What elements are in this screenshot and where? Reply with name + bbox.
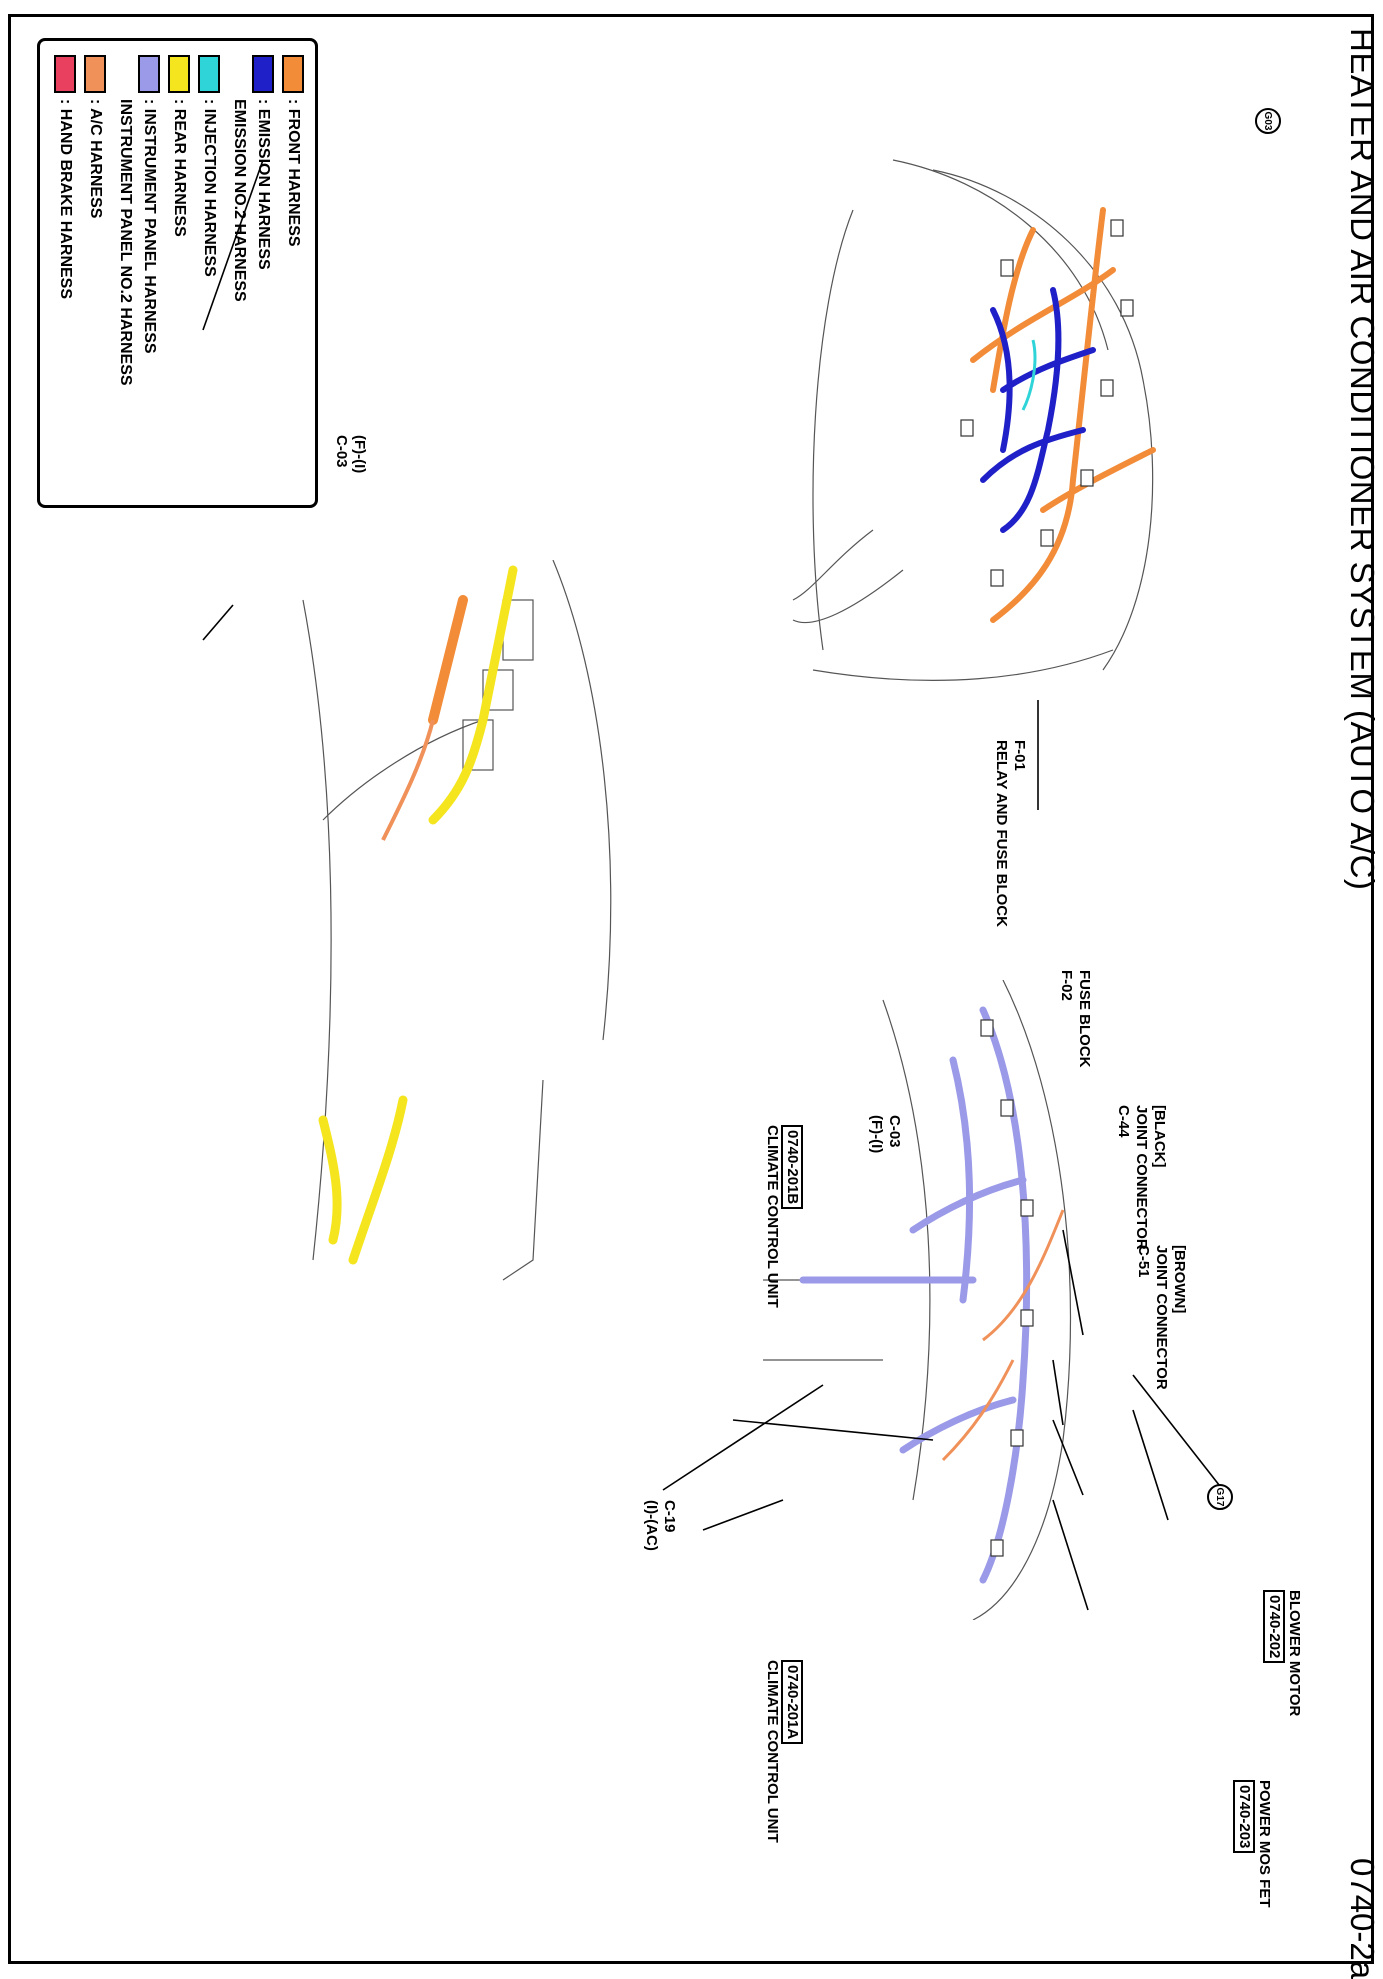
legend-item-instrument-panel-harness: : INSTRUMENT PANEL HARNESS xyxy=(137,55,161,354)
callout-c51: [BROWN] JOINT CONNECTOR C-51 xyxy=(1134,1245,1188,1390)
legend-item-injection-harness: : INJECTION HARNESS xyxy=(197,55,221,277)
engine-compartment-drawing xyxy=(792,159,1156,681)
legend-label: : FRONT HARNESS xyxy=(285,99,302,247)
legend-swatch xyxy=(198,55,220,93)
legend-item-rear-harness: : REAR HARNESS xyxy=(167,55,191,237)
callout-mosfet: POWER MOS FET 0740-203 xyxy=(1233,1780,1273,1908)
callout-ccu-a: 0740-201A CLIMATE CONTROL UNIT xyxy=(763,1660,803,1843)
ground-g17-icon: G17 xyxy=(1207,1484,1233,1510)
legend-swatch xyxy=(138,55,160,93)
dashboard-drawing xyxy=(763,980,1072,1620)
callout-mosfet-name: POWER MOS FET xyxy=(1256,1780,1273,1908)
callout-c51-name: JOINT CONNECTOR xyxy=(1153,1245,1170,1390)
callout-f02: FUSE BLOCK F-02 xyxy=(1057,970,1093,1068)
callout-c19: C-19 (I)-(AC) xyxy=(642,1500,678,1551)
callout-c44-code: C-44 xyxy=(1115,1105,1132,1138)
callout-c03-floor: (F)-(I) C-03 xyxy=(332,435,368,473)
legend-sublabel: INSTRUMENT PANEL NO.2 HARNESS xyxy=(117,99,134,386)
legend-item-hand-brake-harness: : HAND BRAKE HARNESS xyxy=(53,55,77,299)
legend-swatch xyxy=(54,55,76,93)
callout-ccu-a-ref: 0740-201A xyxy=(781,1660,803,1745)
legend-swatch xyxy=(84,55,106,93)
harness-legend: : FRONT HARNESS : EMISSION HARNESS EMISS… xyxy=(37,38,318,508)
legend-item-front-harness: : FRONT HARNESS xyxy=(281,55,305,247)
legend-item-instrument-panel-no2-harness: INSTRUMENT PANEL NO.2 HARNESS xyxy=(113,99,137,386)
callout-blower-name: BLOWER MOTOR xyxy=(1286,1590,1303,1717)
legend-sublabel: EMISSION NO.2 HARNESS xyxy=(231,99,248,302)
callout-c44: [BLACK] JOINT CONNECTOR C-44 xyxy=(1114,1105,1168,1250)
callout-ccu-a-name: CLIMATE CONTROL UNIT xyxy=(764,1660,781,1843)
callout-c03-dash-code: C-03 xyxy=(886,1115,903,1148)
callout-mosfet-ref: 0740-203 xyxy=(1233,1780,1255,1854)
ground-g03-icon: G03 xyxy=(1255,108,1281,134)
callout-c03-floor-code: C-03 xyxy=(333,435,350,468)
console-floor-drawing xyxy=(302,560,612,1281)
legend-swatch xyxy=(168,55,190,93)
callout-f01-code: F-01 xyxy=(1011,740,1028,771)
legend-label: : INSTRUMENT PANEL HARNESS xyxy=(141,99,158,354)
legend-label: : EMISSION HARNESS xyxy=(255,99,272,270)
legend-label: : REAR HARNESS xyxy=(171,99,188,237)
callout-f01: F-01 RELAY AND FUSE BLOCK xyxy=(992,740,1028,927)
callout-c19-code: C-19 xyxy=(661,1500,678,1533)
callout-c51-code: C-51 xyxy=(1135,1245,1152,1278)
page-frame xyxy=(8,14,1374,1964)
callout-f02-name: FUSE BLOCK xyxy=(1076,970,1093,1068)
callout-ccu-b-name: CLIMATE CONTROL UNIT xyxy=(764,1125,781,1308)
legend-item-ac-harness: : A/C HARNESS xyxy=(83,55,107,218)
callout-c03-floor-suffix: (F)-(I) xyxy=(351,435,368,474)
callout-c19-suffix: (I)-(AC) xyxy=(643,1500,660,1551)
legend-label: : A/C HARNESS xyxy=(87,99,104,219)
callout-c44-color: [BLACK] xyxy=(1151,1105,1168,1168)
callout-c51-color: [BROWN] xyxy=(1171,1245,1188,1314)
legend-label: : INJECTION HARNESS xyxy=(201,99,218,277)
callout-f02-code: F-02 xyxy=(1058,970,1075,1001)
callout-blower-ref: 0740-202 xyxy=(1263,1590,1285,1664)
callout-ccu-b-ref: 0740-201B xyxy=(781,1125,803,1210)
legend-swatch xyxy=(282,55,304,93)
callout-f01-name: RELAY AND FUSE BLOCK xyxy=(993,740,1010,927)
callout-ccu-b: 0740-201B CLIMATE CONTROL UNIT xyxy=(763,1125,803,1308)
legend-label: : HAND BRAKE HARNESS xyxy=(57,99,74,300)
legend-item-emission-no2-harness: EMISSION NO.2 HARNESS xyxy=(227,99,251,302)
callout-blower: BLOWER MOTOR 0740-202 xyxy=(1263,1590,1303,1716)
callout-c44-name: JOINT CONNECTOR xyxy=(1133,1105,1150,1250)
legend-swatch xyxy=(252,55,274,93)
callout-c03-dash: C-03 (F)-(I) xyxy=(867,1115,903,1153)
callout-c03-dash-suffix: (F)-(I) xyxy=(868,1115,885,1154)
legend-item-emission-harness: : EMISSION HARNESS xyxy=(251,55,275,270)
